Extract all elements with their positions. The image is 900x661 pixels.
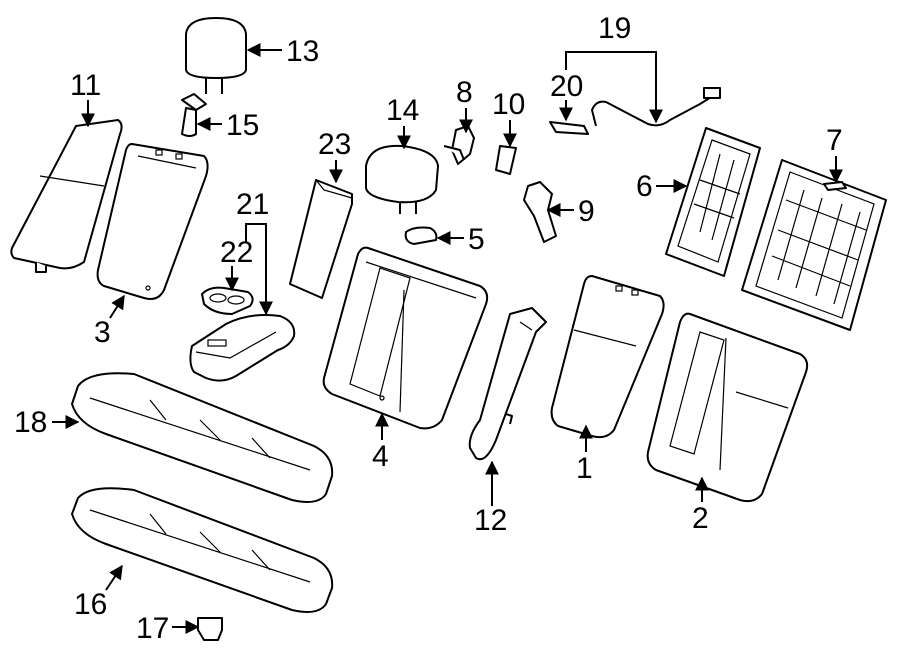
callout-4: 4 bbox=[372, 440, 389, 473]
callout-3: 3 bbox=[94, 316, 111, 349]
callout-18: 18 bbox=[14, 406, 47, 439]
callout-17: 17 bbox=[136, 612, 169, 645]
part-2-seatback-cover bbox=[646, 312, 809, 503]
callout-22: 22 bbox=[220, 236, 253, 269]
part-3-bolster bbox=[96, 143, 209, 300]
part-18-cushion-cover bbox=[71, 372, 334, 503]
part-8-bracket bbox=[443, 125, 475, 165]
part-12-side-trim bbox=[468, 307, 547, 461]
callout-11: 11 bbox=[70, 69, 101, 102]
part-9-trim bbox=[523, 181, 557, 243]
callout-7: 7 bbox=[826, 124, 843, 157]
callout-12: 12 bbox=[474, 504, 507, 537]
part-15-guide bbox=[181, 93, 207, 137]
callout-19: 19 bbox=[598, 12, 631, 45]
leader-lines bbox=[52, 43, 843, 634]
callout-16: 16 bbox=[74, 588, 107, 621]
part-7-frame bbox=[741, 159, 887, 331]
part-17-clip bbox=[197, 617, 223, 641]
part-1-seatback bbox=[550, 275, 665, 439]
callout-6: 6 bbox=[636, 170, 653, 203]
part-4-seatback bbox=[322, 246, 489, 430]
callout-15: 15 bbox=[226, 109, 259, 142]
part-22-cupholder bbox=[201, 286, 254, 315]
callout-23: 23 bbox=[318, 128, 351, 161]
callout-10: 10 bbox=[492, 88, 525, 121]
part-10-latch bbox=[495, 145, 517, 175]
part-16-cushion bbox=[71, 487, 334, 613]
callout-1: 1 bbox=[576, 452, 593, 485]
callout-14: 14 bbox=[386, 94, 419, 127]
part-14-headrest bbox=[365, 144, 439, 214]
part-19-cable bbox=[591, 87, 721, 127]
callout-labels: 13 15 11 3 21 22 23 14 8 10 19 20 5 9 6 … bbox=[14, 12, 843, 645]
callout-2: 2 bbox=[692, 502, 709, 535]
part-23-pad bbox=[289, 179, 353, 299]
callout-20: 20 bbox=[550, 70, 583, 103]
part-21-armrest bbox=[189, 314, 296, 382]
callout-8: 8 bbox=[456, 76, 473, 109]
part-13-headrest bbox=[185, 17, 247, 94]
part-5-escutcheon bbox=[404, 226, 438, 245]
callout-5: 5 bbox=[468, 223, 485, 256]
callout-9: 9 bbox=[578, 195, 595, 228]
part-20-connector bbox=[549, 121, 589, 135]
callout-21: 21 bbox=[236, 188, 269, 221]
part-11-bolster-cover bbox=[10, 119, 123, 273]
callout-13: 13 bbox=[286, 35, 319, 68]
part-6-frame bbox=[665, 127, 761, 277]
